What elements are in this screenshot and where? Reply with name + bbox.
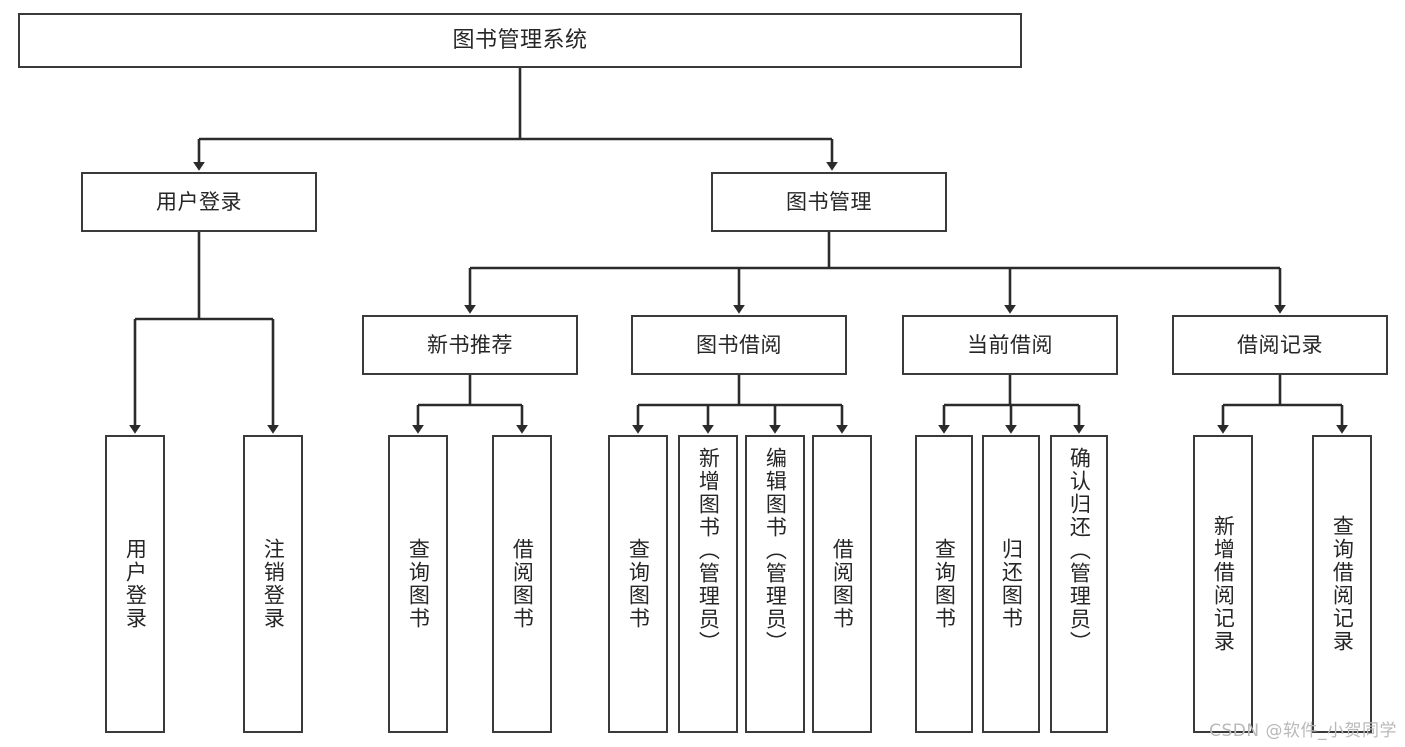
node-leaf-edit-book-label: 编辑图书（管理员）: [763, 447, 788, 654]
node-book-manage-label: 图书管理: [786, 189, 872, 214]
node-leaf-query-record-label: 查询借阅记录: [1330, 515, 1355, 653]
node-leaf-logout-label: 注销登录: [261, 538, 286, 630]
node-book-borrow[interactable]: 图书借阅: [631, 315, 847, 375]
node-leaf-borrow-book-2-label: 借阅图书: [830, 538, 855, 630]
node-root[interactable]: 图书管理系统: [18, 13, 1022, 68]
node-leaf-query-book-2[interactable]: 查询图书: [608, 435, 668, 733]
node-leaf-edit-book[interactable]: 编辑图书（管理员）: [745, 435, 805, 733]
node-leaf-query-book-3-label: 查询图书: [932, 538, 957, 630]
node-borrow-record[interactable]: 借阅记录: [1172, 315, 1388, 375]
node-leaf-confirm-return[interactable]: 确认归还（管理员）: [1050, 435, 1108, 733]
node-leaf-borrow-book-1-label: 借阅图书: [510, 538, 535, 630]
node-borrow-record-label: 借阅记录: [1237, 332, 1323, 357]
node-root-label: 图书管理系统: [452, 27, 588, 53]
node-leaf-user-login[interactable]: 用户登录: [105, 435, 165, 733]
node-new-book-rec-label: 新书推荐: [427, 332, 513, 357]
node-user-login-label: 用户登录: [156, 189, 242, 214]
node-leaf-return-book-label: 归还图书: [999, 538, 1024, 630]
node-leaf-add-book[interactable]: 新增图书（管理员）: [678, 435, 738, 733]
node-leaf-add-record-label: 新增借阅记录: [1211, 515, 1236, 653]
node-leaf-return-book[interactable]: 归还图书: [982, 435, 1040, 733]
node-leaf-borrow-book-2[interactable]: 借阅图书: [812, 435, 872, 733]
node-leaf-user-login-label: 用户登录: [123, 538, 148, 630]
csdn-watermark: CSDN @软件_小贺同学: [1209, 721, 1397, 741]
node-book-manage[interactable]: 图书管理: [711, 172, 947, 232]
node-current-borrow[interactable]: 当前借阅: [902, 315, 1118, 375]
node-leaf-borrow-book-1[interactable]: 借阅图书: [492, 435, 552, 733]
node-leaf-query-book-1-label: 查询图书: [406, 538, 431, 630]
node-leaf-add-book-label: 新增图书（管理员）: [696, 447, 721, 654]
node-current-borrow-label: 当前借阅: [967, 332, 1053, 357]
node-new-book-rec[interactable]: 新书推荐: [362, 315, 578, 375]
node-user-login[interactable]: 用户登录: [81, 172, 317, 232]
node-leaf-query-record[interactable]: 查询借阅记录: [1312, 435, 1372, 733]
node-leaf-query-book-3[interactable]: 查询图书: [915, 435, 973, 733]
node-leaf-confirm-return-label: 确认归还（管理员）: [1067, 447, 1092, 654]
node-book-borrow-label: 图书借阅: [696, 332, 782, 357]
node-leaf-query-book-1[interactable]: 查询图书: [388, 435, 448, 733]
node-leaf-query-book-2-label: 查询图书: [626, 538, 651, 630]
node-leaf-logout[interactable]: 注销登录: [243, 435, 303, 733]
node-leaf-add-record[interactable]: 新增借阅记录: [1193, 435, 1253, 733]
